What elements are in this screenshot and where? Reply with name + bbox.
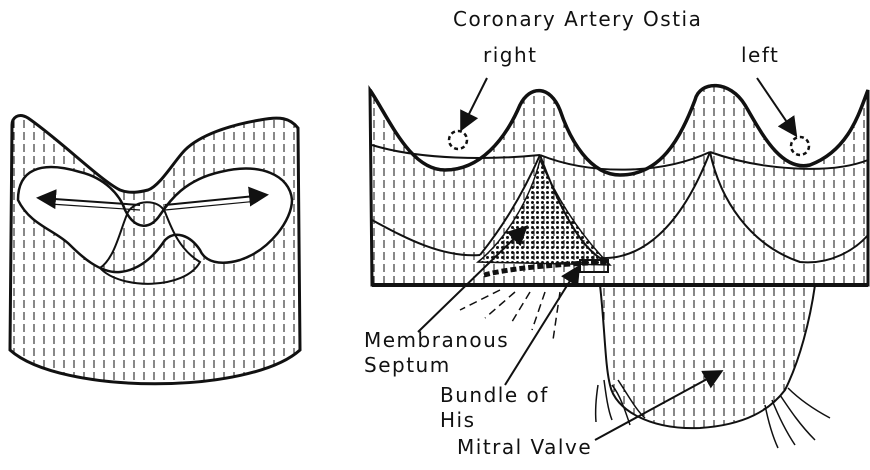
right-coronary-ostium [449, 131, 467, 149]
left-ostium-arrow [757, 78, 795, 134]
left-coronary-ostium [791, 137, 809, 155]
left-label: left [741, 45, 779, 65]
mitral-valve-label: Mitral Valve [457, 437, 592, 457]
mitral-valve-leaflet [600, 285, 815, 428]
right-label: right [483, 45, 538, 65]
bundle-of-label: Bundle of [440, 385, 549, 405]
coronary-artery-ostia-label: Coronary Artery Ostia [453, 9, 702, 29]
valve-wall [370, 86, 868, 285]
septum-label: Septum [364, 355, 451, 375]
his-label: His [440, 410, 476, 430]
membranous-label: Membranous [364, 330, 509, 350]
right-ostium-arrow [462, 78, 487, 128]
left-valve-cylinder [10, 116, 300, 384]
bundle-of-his-block [580, 260, 608, 272]
